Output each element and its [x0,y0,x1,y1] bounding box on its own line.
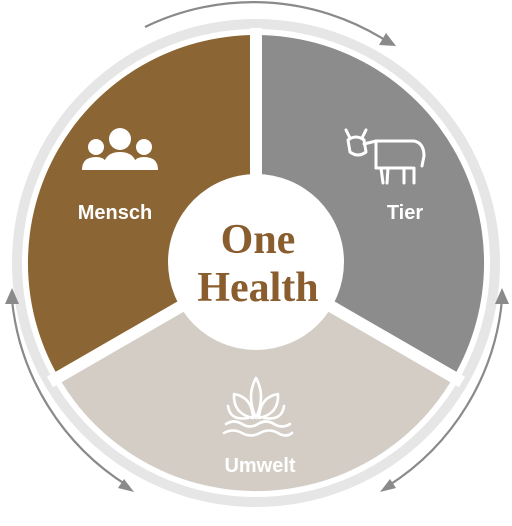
arrowhead-left-bottom [118,479,134,492]
arrow-top-right [144,1,386,41]
cycle-arrows [10,1,504,487]
arrowhead-top-right [379,33,396,46]
arrowhead-right-bottom [380,479,396,492]
center-title-line1: One [221,217,296,263]
plant-water-icon [222,376,294,437]
people-group-icon [82,128,158,170]
segment-label-umwelt: Umwelt [224,455,295,477]
arrow-left [10,299,129,487]
outer-ring [12,19,500,507]
segment-label-tier: Tier [387,202,424,224]
arrow-right [387,299,504,487]
arrowheads [5,33,509,492]
center-title-line2: Health [197,265,318,311]
arrowhead-right-top [495,288,509,304]
arrowhead-left-top [5,288,19,304]
segment-label-mensch: Mensch [78,202,152,224]
cow-icon [344,128,426,185]
center-circle [168,174,344,350]
